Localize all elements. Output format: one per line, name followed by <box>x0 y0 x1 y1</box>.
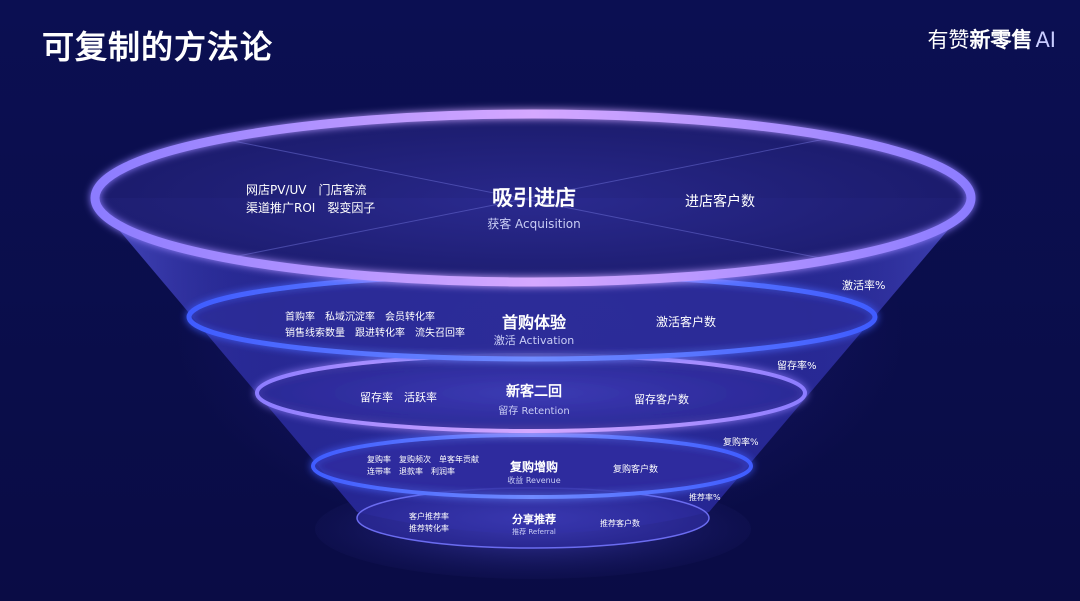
metrics-referral-line1: 客户推荐率 <box>409 512 449 521</box>
metrics-revenue-line1: 复购率 复购频次 单客年贡献 <box>367 455 479 464</box>
stage-subtitle-activation: 激活 Activation <box>493 334 575 347</box>
brand-ai-mark: AI <box>1035 28 1056 52</box>
stage-title-acquisition: 吸引进店 <box>492 186 576 210</box>
brand-prefix: 有赞 <box>927 28 970 52</box>
metrics-acquisition-line1: 网店PV/UV 门店客流 <box>246 183 367 197</box>
stage-title-retention: 新客二回 <box>506 384 562 400</box>
stage-subtitle-retention: 留存 Retention <box>498 406 570 417</box>
metric-right-retention: 留存客户数 <box>634 393 689 406</box>
metric-right-activation: 激活客户数 <box>656 315 717 329</box>
page-title: 可复制的方法论 <box>42 28 274 66</box>
stage-title-referral: 分享推荐 <box>512 513 556 526</box>
brand-bold: 新零售 <box>969 28 1033 52</box>
rate-retention: 留存率% <box>777 361 817 372</box>
metrics-revenue-line2: 连带率 退款率 利润率 <box>367 467 455 476</box>
rate-activation: 激活率% <box>842 279 886 292</box>
rate-referral: 推荐率% <box>689 493 721 502</box>
disc-divider-2 <box>227 135 841 259</box>
metrics-activation-line2: 销售线索数量 跟进转化率 流失召回率 <box>285 328 465 339</box>
metric-right-acquisition: 进店客户数 <box>685 194 755 210</box>
stage-ring-acquisition <box>90 109 976 287</box>
metrics-acquisition-line2: 渠道推广ROI 裂变因子 <box>246 201 376 215</box>
stage-title-revenue: 复购增购 <box>509 460 558 474</box>
rate-repurchase: 复购率% <box>723 438 759 448</box>
metrics-retention-line1: 留存率 活跃率 <box>360 391 437 404</box>
stage-subtitle-acquisition: 获客 Acquisition <box>487 217 581 231</box>
stage-subtitle-revenue: 收益 Revenue <box>507 476 561 485</box>
stage-disc-acquisition <box>95 114 971 282</box>
stage-ring-revenue <box>311 433 753 499</box>
metrics-activation-line1: 首购率 私域沉淀率 会员转化率 <box>285 312 435 323</box>
stage-subtitle-referral: 推荐 Referral <box>512 528 556 536</box>
metric-right-referral: 推荐客户数 <box>600 519 640 528</box>
disc-divider-1 <box>227 139 841 263</box>
metrics-referral-line2: 推荐转化率 <box>409 524 449 533</box>
stage-title-activation: 首购体验 <box>501 313 566 332</box>
metric-right-revenue: 复购客户数 <box>613 465 659 475</box>
